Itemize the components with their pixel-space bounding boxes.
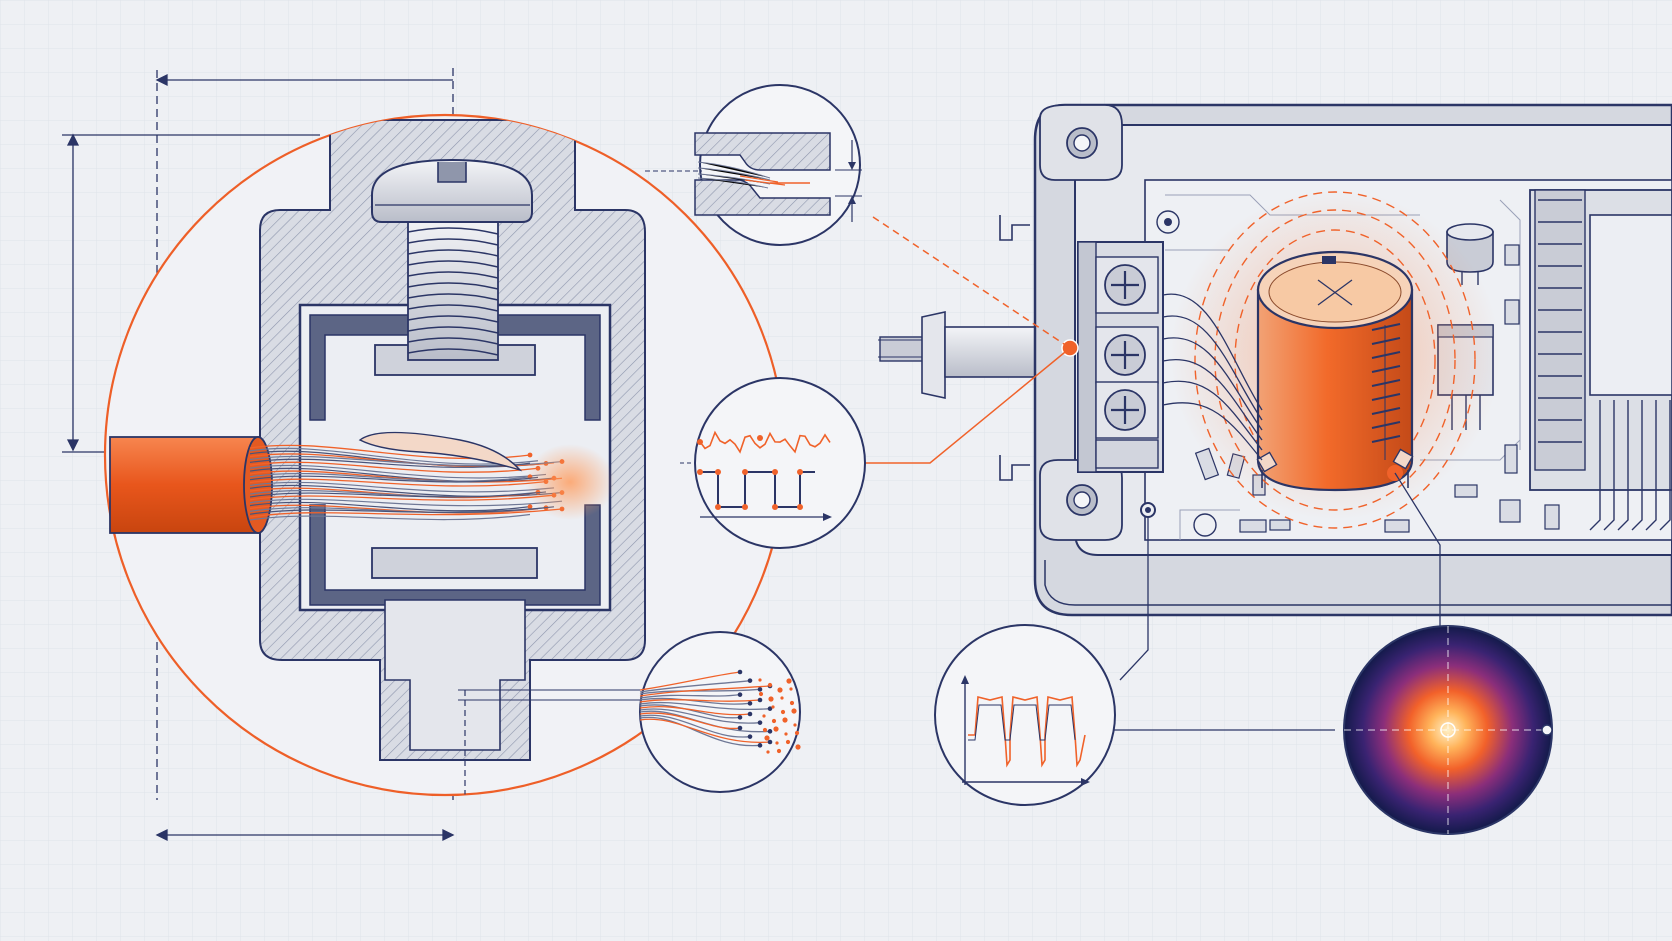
callout-leader-lines — [866, 216, 1441, 731]
enclosure-assembly — [878, 103, 1672, 617]
clamp-cavity — [298, 303, 612, 612]
stranded-wire-icon — [109, 431, 615, 534]
clamp-frame-top — [309, 314, 601, 421]
terminal-cross-section — [62, 68, 787, 842]
terminal-block — [1077, 241, 1164, 473]
waveform-icon — [697, 430, 832, 521]
lower-plate — [371, 547, 538, 579]
load-waveform-callout — [934, 624, 1116, 806]
heat-sink — [1529, 189, 1672, 531]
screw-icon — [371, 158, 533, 361]
cable-gland — [878, 311, 1036, 399]
thermal-hotspot-icon — [1343, 625, 1553, 835]
terminal-stem — [384, 599, 526, 751]
signal-waveform-callout — [680, 377, 866, 549]
frayed-strand-callout — [639, 631, 801, 793]
crimp-detail-callout — [645, 84, 862, 246]
